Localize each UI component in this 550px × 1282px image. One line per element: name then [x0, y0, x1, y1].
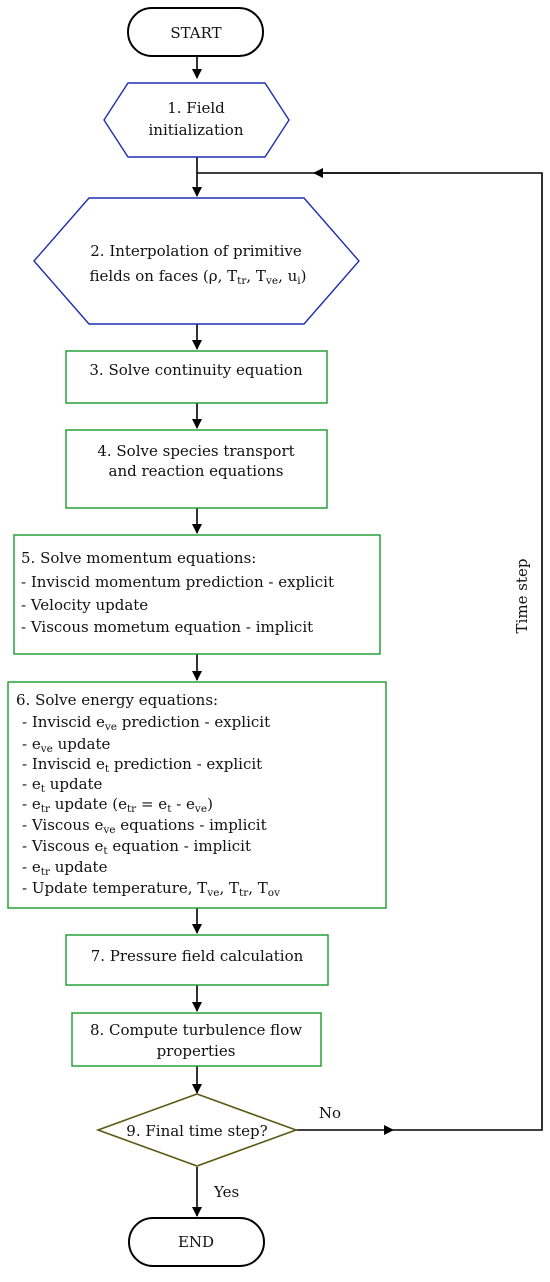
step4-box	[65, 429, 328, 509]
step6-line8: - etr update	[22, 858, 108, 878]
step4-line2: and reaction equations	[109, 462, 284, 480]
step6-line4: - et update	[22, 775, 103, 795]
step5-line4: - Viscous mometum equation - implicit	[21, 618, 313, 636]
step6-line9: - Update temperature, Tve, Ttr, Tov	[22, 879, 280, 899]
step9-decision	[95, 1093, 299, 1167]
step6-line1: - Inviscid eve prediction - explicit	[22, 713, 270, 733]
step8-box	[71, 1012, 322, 1067]
step2-hexagon	[33, 197, 360, 325]
end-terminal	[128, 1217, 265, 1267]
step7-label: 7. Pressure field calculation	[91, 947, 304, 965]
time-step-label: Time step	[513, 559, 531, 634]
step3-box	[65, 350, 328, 404]
step1-hexagon	[103, 82, 290, 158]
step6-line6: - Viscous eve equations - implicit	[22, 816, 267, 836]
step8-line2: properties	[157, 1042, 236, 1060]
step5-box	[13, 534, 381, 655]
start-label: START	[170, 24, 221, 42]
step1-line1: 1. Field	[167, 99, 225, 117]
step7-box	[65, 934, 329, 986]
step6-title: 6. Solve energy equations:	[16, 691, 218, 709]
yes-label: Yes	[213, 1183, 239, 1201]
step9-label: 9. Final time step?	[126, 1122, 267, 1140]
no-label: No	[319, 1104, 341, 1122]
step6-line2: - eve update	[22, 735, 110, 755]
step1-line2: initialization	[149, 121, 244, 139]
step4-line1: 4. Solve species transport	[97, 442, 294, 460]
step5-line1: 5. Solve momentum equations:	[21, 549, 256, 567]
step5-line2: - Inviscid momentum prediction - explici…	[21, 573, 334, 591]
step6-line5: - etr update (etr = et - eve)	[22, 795, 213, 815]
step6-line7: - Viscous et equation - implicit	[22, 837, 251, 857]
step8-line1: 8. Compute turbulence flow	[90, 1021, 302, 1039]
step3-label: 3. Solve continuity equation	[89, 361, 303, 379]
step5-line3: - Velocity update	[21, 596, 148, 614]
step6-line3: - Inviscid et prediction - explicit	[22, 755, 262, 775]
start-terminal	[127, 7, 264, 57]
step2-line1: 2. Interpolation of primitive	[90, 242, 302, 260]
connectors	[192, 57, 543, 1217]
step6-box	[7, 681, 387, 909]
end-label: END	[178, 1233, 214, 1251]
step2-line2: fields on faces (ρ, Ttr, Tve, ui)	[89, 267, 306, 287]
